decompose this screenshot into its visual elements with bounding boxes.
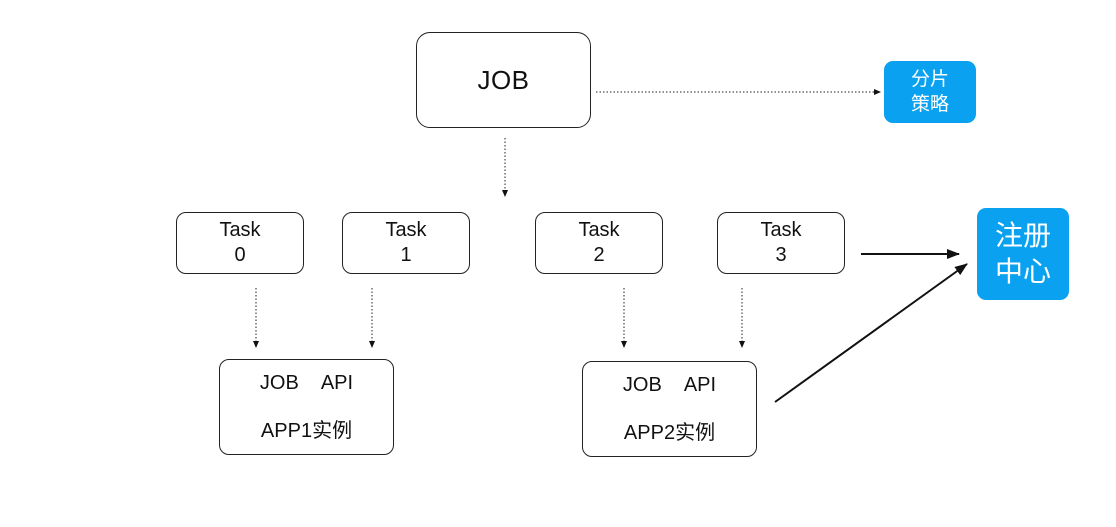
- task-index: 2: [593, 244, 605, 266]
- app-instance-label: APP2实例: [623, 422, 716, 444]
- task-node-1: Task 1: [342, 212, 470, 274]
- task-title: Task: [760, 219, 802, 241]
- task-index: 0: [234, 244, 246, 266]
- shard-strategy-line1: 分片: [910, 69, 949, 90]
- job-api-label: JOB API: [259, 372, 354, 394]
- task-title: Task: [219, 219, 261, 241]
- registry-node: 注册 中心: [977, 208, 1069, 300]
- app2-to-registry-arrow: [774, 263, 968, 403]
- registry-line2: 中心: [994, 256, 1051, 287]
- task-title: Task: [385, 219, 427, 241]
- app-instance-label: APP1实例: [260, 420, 353, 442]
- task-node-0: Task 0: [176, 212, 304, 274]
- shard-strategy-line2: 策略: [910, 94, 949, 115]
- shard-strategy-node: 分片 策略: [884, 61, 976, 123]
- job-api-label: JOB API: [622, 374, 717, 396]
- registry-line1: 注册: [994, 220, 1051, 251]
- task-node-2: Task 2: [535, 212, 663, 274]
- job-label: JOB: [477, 64, 530, 95]
- task-title: Task: [578, 219, 620, 241]
- app2-instance-node: JOB API APP2实例: [582, 361, 757, 457]
- job-node: JOB: [416, 32, 591, 128]
- task-node-3: Task 3: [717, 212, 845, 274]
- app1-instance-node: JOB API APP1实例: [219, 359, 394, 455]
- task-index: 3: [775, 244, 787, 266]
- task-index: 1: [400, 244, 412, 266]
